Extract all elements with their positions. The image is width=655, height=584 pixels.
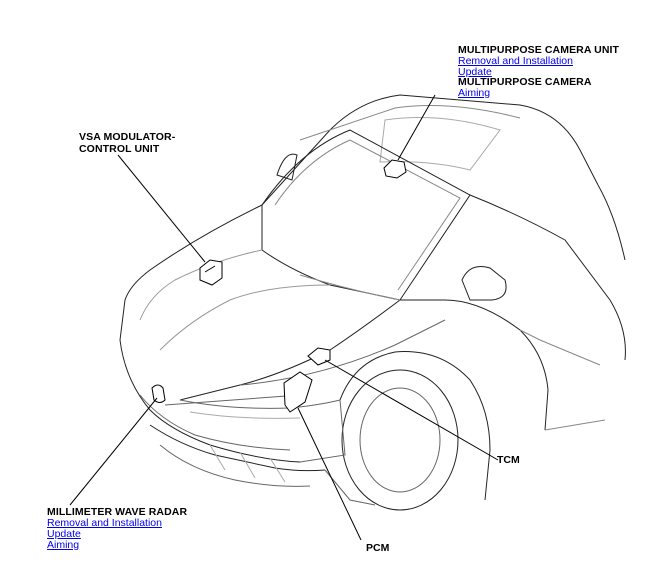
camera-aiming-link[interactable]: Aiming	[458, 87, 491, 99]
radar-callout: MILLIMETER WAVE RADAR Removal and Instal…	[47, 506, 187, 551]
vsa-leader-line	[117, 154, 206, 263]
camera-unit-title: MULTIPURPOSE CAMERA UNIT	[458, 44, 620, 56]
camera-unit-removal-link[interactable]: Removal and Installation	[458, 55, 573, 67]
radar-update-link[interactable]: Update	[47, 528, 81, 540]
camera-unit-callout: MULTIPURPOSE CAMERA UNIT Removal and Ins…	[458, 44, 619, 78]
radar-title: MILLIMETER WAVE RADAR	[47, 506, 188, 518]
pcm-component	[283, 371, 313, 413]
camera-leader-line	[397, 94, 436, 161]
radar-removal-link[interactable]: Removal and Installation	[47, 517, 162, 529]
camera-unit-update-link[interactable]: Update	[458, 66, 492, 78]
pcm-leader-line	[297, 407, 362, 541]
car-body-outline	[119, 94, 626, 511]
vsa-modulator-component	[199, 259, 223, 286]
radar-aiming-link[interactable]: Aiming	[47, 539, 80, 551]
tcm-component	[307, 347, 331, 366]
radar-component	[151, 384, 166, 403]
tcm-leader-line	[324, 359, 499, 461]
vsa-title: VSA MODULATOR- CONTROL UNIT	[79, 131, 176, 155]
radar-leader-line	[69, 397, 158, 506]
camera-title: MULTIPURPOSE CAMERA	[458, 76, 592, 88]
leader-lines	[69, 94, 499, 541]
pcm-label: PCM	[366, 542, 390, 554]
tcm-label: TCM	[497, 454, 520, 466]
vsa-callout: VSA MODULATOR- CONTROL UNIT	[79, 131, 175, 155]
multipurpose-camera-component	[383, 159, 407, 179]
camera-callout: MULTIPURPOSE CAMERA Aiming	[458, 76, 592, 99]
